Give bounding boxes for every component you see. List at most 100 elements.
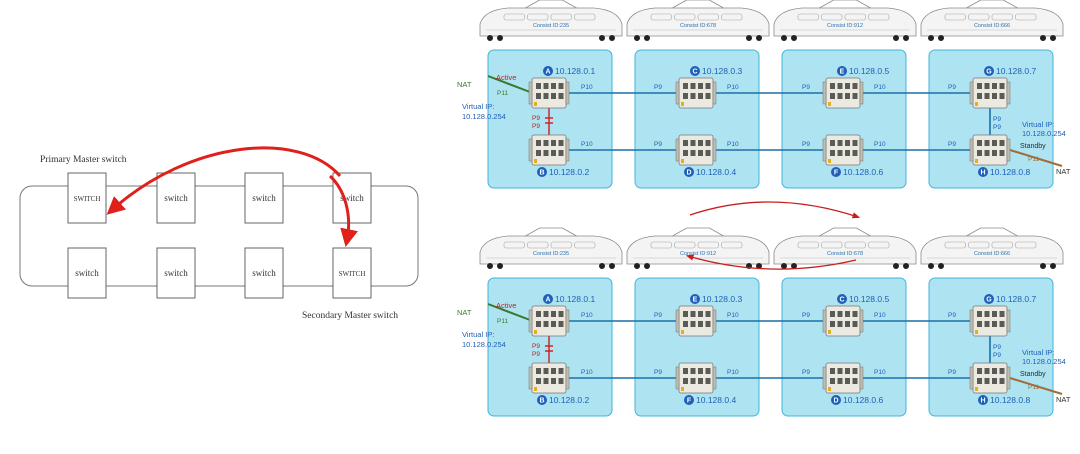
device-port bbox=[683, 93, 688, 99]
device-port bbox=[543, 150, 549, 156]
device-flange bbox=[822, 138, 827, 162]
train-window bbox=[527, 241, 549, 249]
train-wheel bbox=[893, 35, 899, 41]
train-wheel bbox=[928, 35, 934, 41]
node-ip: 10.128.0.4 bbox=[696, 395, 736, 405]
node-badge bbox=[831, 395, 841, 405]
switch-label: switch bbox=[75, 268, 99, 278]
device-port bbox=[558, 140, 564, 146]
p9-label: P9 bbox=[993, 352, 1001, 359]
train-car-body bbox=[773, 235, 917, 265]
port-label: P10 bbox=[874, 84, 886, 91]
device-flange bbox=[675, 81, 680, 105]
consist-id: Consist ID:912 bbox=[680, 251, 716, 257]
p11-label: P11 bbox=[1028, 156, 1039, 163]
nat-label: NAT bbox=[457, 308, 472, 317]
p11-label: P11 bbox=[497, 318, 508, 325]
nat-link-left bbox=[487, 75, 531, 93]
node-ip: 10.128.0.3 bbox=[702, 294, 742, 304]
virtual-ip-label: Virtual IP: bbox=[462, 330, 494, 339]
port-label: P10 bbox=[727, 84, 739, 91]
device-port bbox=[536, 83, 541, 89]
switch-device bbox=[969, 362, 1011, 394]
node-badge bbox=[543, 294, 553, 304]
device-port bbox=[536, 311, 541, 317]
device-port bbox=[852, 150, 858, 156]
node-badge-letter: E bbox=[693, 297, 698, 304]
train-wheel bbox=[497, 35, 503, 41]
node-ip: 10.128.0.6 bbox=[843, 167, 883, 177]
device-port bbox=[845, 140, 850, 146]
train-car: Consist ID:666 bbox=[920, 0, 1064, 41]
train-window bbox=[550, 241, 572, 249]
p9-label: P9 bbox=[993, 124, 1001, 131]
device-port bbox=[845, 368, 850, 374]
train-wheel bbox=[497, 263, 503, 269]
train-car-body bbox=[773, 7, 917, 37]
device-port bbox=[977, 93, 982, 99]
device-port bbox=[992, 140, 997, 146]
device-port bbox=[830, 378, 835, 384]
device-port bbox=[845, 150, 850, 156]
train-window bbox=[550, 13, 572, 21]
node-badge bbox=[690, 66, 700, 76]
train-car: Consist ID:678 bbox=[626, 0, 770, 41]
device-port bbox=[852, 378, 858, 384]
device-port bbox=[984, 140, 990, 146]
train-wheel bbox=[634, 35, 640, 41]
train-wheel bbox=[1050, 263, 1056, 269]
device-flange bbox=[528, 309, 533, 333]
device-port bbox=[830, 321, 835, 327]
device-port bbox=[984, 150, 990, 156]
train-window bbox=[944, 241, 966, 249]
device-port bbox=[984, 311, 990, 317]
device-port bbox=[690, 368, 696, 374]
device-port bbox=[536, 150, 541, 156]
device-flange bbox=[675, 366, 680, 390]
node-ip: 10.128.0.1 bbox=[555, 294, 595, 304]
device-led bbox=[975, 330, 978, 334]
node-badge-letter: A bbox=[545, 297, 550, 304]
node-badge-letter: C bbox=[839, 297, 844, 304]
device-flange bbox=[822, 81, 827, 105]
switch-label: SWITCH bbox=[339, 270, 366, 278]
node-ip: 10.128.0.1 bbox=[555, 66, 595, 76]
train-wheel bbox=[791, 35, 797, 41]
port-label: P9 bbox=[654, 141, 662, 148]
device-port bbox=[852, 140, 858, 146]
train-car: Consist ID:235 bbox=[479, 227, 623, 269]
pantograph bbox=[819, 227, 871, 237]
switch-device bbox=[822, 77, 864, 109]
device-port bbox=[558, 93, 564, 99]
left-ring-diagram: Primary Master switch Secondary Master s… bbox=[19, 146, 419, 321]
train-wheel bbox=[903, 263, 909, 269]
device-port bbox=[558, 83, 564, 89]
train-window bbox=[697, 13, 719, 21]
switch-device bbox=[822, 362, 864, 394]
train-car: Consist ID:912 bbox=[773, 0, 917, 41]
device-port bbox=[845, 93, 850, 99]
train-car: Consist ID:678 bbox=[773, 227, 917, 269]
node-ip: 10.128.0.4 bbox=[696, 167, 736, 177]
device-port bbox=[690, 378, 696, 384]
switch-label: SWITCH bbox=[74, 195, 101, 203]
device-port bbox=[551, 140, 556, 146]
device-port bbox=[999, 83, 1005, 89]
virtual-ip-value: 10.128.0.254 bbox=[1022, 357, 1066, 366]
port-label: P10 bbox=[581, 312, 593, 319]
node-ip: 10.128.0.8 bbox=[990, 167, 1030, 177]
device-port bbox=[551, 150, 556, 156]
device-port bbox=[999, 311, 1005, 317]
device-port bbox=[683, 140, 688, 146]
device-flange bbox=[1006, 366, 1011, 390]
train-car-body bbox=[479, 235, 623, 265]
train-car-body bbox=[920, 7, 1064, 37]
device-port bbox=[690, 93, 696, 99]
node-badge bbox=[537, 167, 547, 177]
device-port bbox=[992, 368, 997, 374]
port-label: P10 bbox=[727, 312, 739, 319]
nat-link-right bbox=[1009, 149, 1063, 167]
switch-top-4: switch bbox=[332, 172, 372, 224]
train-wheel bbox=[1040, 263, 1046, 269]
device-led bbox=[534, 387, 537, 391]
